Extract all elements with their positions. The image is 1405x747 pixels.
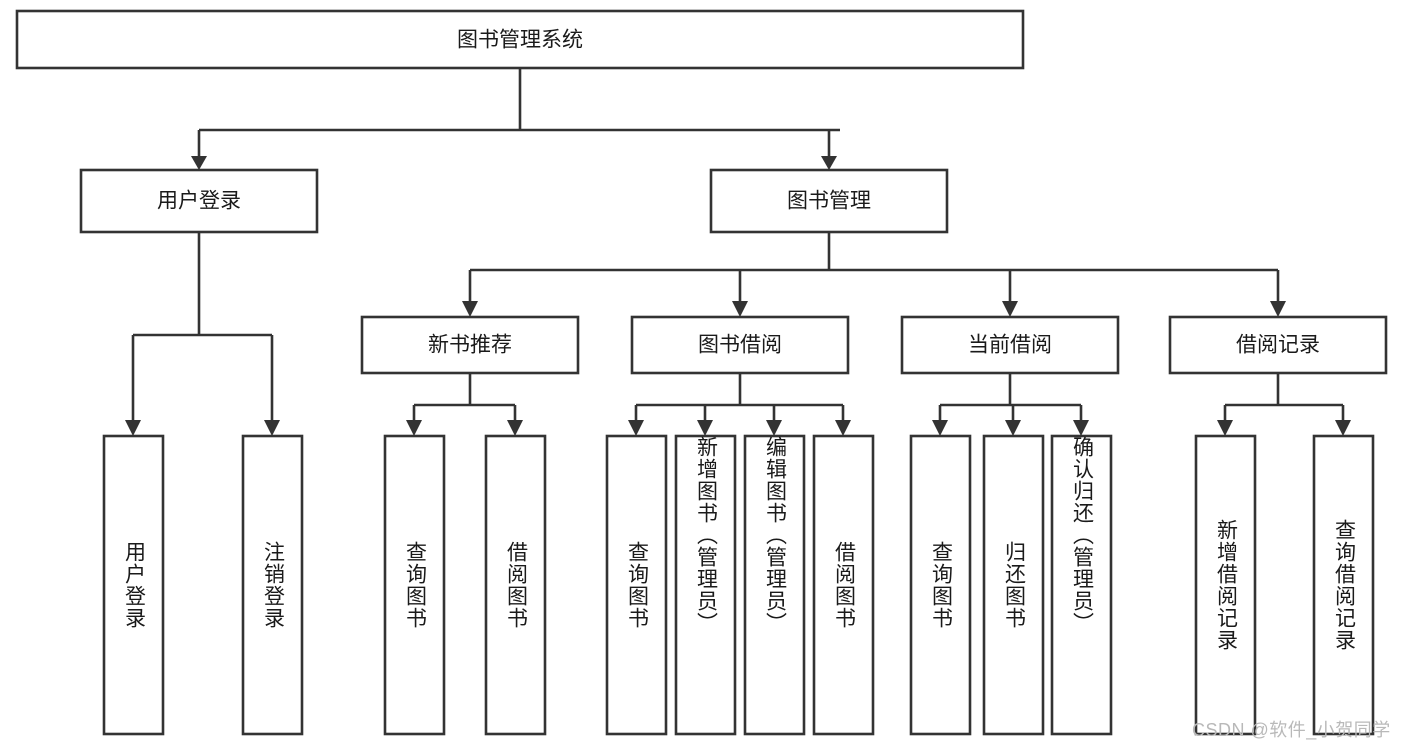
leaf-box-return-book[interactable] (982, 434, 1045, 736)
node-book-management-label: 图书管理 (787, 190, 871, 213)
connector-bookmgmt-to-level3 (462, 232, 1286, 317)
node-root[interactable]: 图书管理系统 (15, 9, 1025, 70)
connector-currentborrow-to-leaves (932, 373, 1089, 436)
watermark-text: CSDN @软件_小贺同学 (1192, 720, 1391, 740)
node-borrow-record-label: 借阅记录 (1236, 334, 1320, 357)
connector-root-to-level2 (191, 68, 840, 170)
connector-userlogin-to-leaves (125, 232, 280, 436)
leaf-box-borrow-book-2[interactable] (812, 434, 875, 736)
node-book-management[interactable]: 图书管理 (709, 168, 949, 234)
node-borrow-record[interactable]: 借阅记录 (1168, 315, 1388, 375)
connector-bookborrow-to-leaves (628, 373, 851, 436)
node-user-login[interactable]: 用户登录 (79, 168, 319, 234)
node-current-borrow-label: 当前借阅 (968, 334, 1052, 357)
node-new-book-recommend[interactable]: 新书推荐 (360, 315, 580, 375)
leaf-box-add-record[interactable] (1194, 434, 1257, 736)
connector-borrowrecord-to-leaves (1217, 373, 1351, 436)
leaf-box-edit-book[interactable] (743, 434, 806, 736)
leaf-box-query-book-2[interactable] (605, 434, 668, 736)
node-book-borrow[interactable]: 图书借阅 (630, 315, 850, 375)
node-current-borrow[interactable]: 当前借阅 (900, 315, 1120, 375)
node-root-label: 图书管理系统 (457, 29, 583, 52)
leaf-box-query-book-1[interactable] (383, 434, 446, 736)
leaf-box-add-book[interactable] (674, 434, 737, 736)
leaf-box-user-login[interactable] (102, 434, 165, 736)
leaf-box-user-logout[interactable] (241, 434, 304, 736)
connector-newbook-to-leaves (406, 373, 523, 436)
leaf-box-query-record[interactable] (1312, 434, 1375, 736)
leaf-box-query-book-3[interactable] (909, 434, 972, 736)
leaf-boxes (102, 434, 1375, 736)
leaf-box-confirm-return[interactable] (1050, 434, 1113, 736)
node-new-book-recommend-label: 新书推荐 (428, 334, 512, 357)
node-user-login-label: 用户登录 (157, 190, 241, 213)
node-book-borrow-label: 图书借阅 (698, 334, 782, 357)
leaf-box-borrow-book-1[interactable] (484, 434, 547, 736)
